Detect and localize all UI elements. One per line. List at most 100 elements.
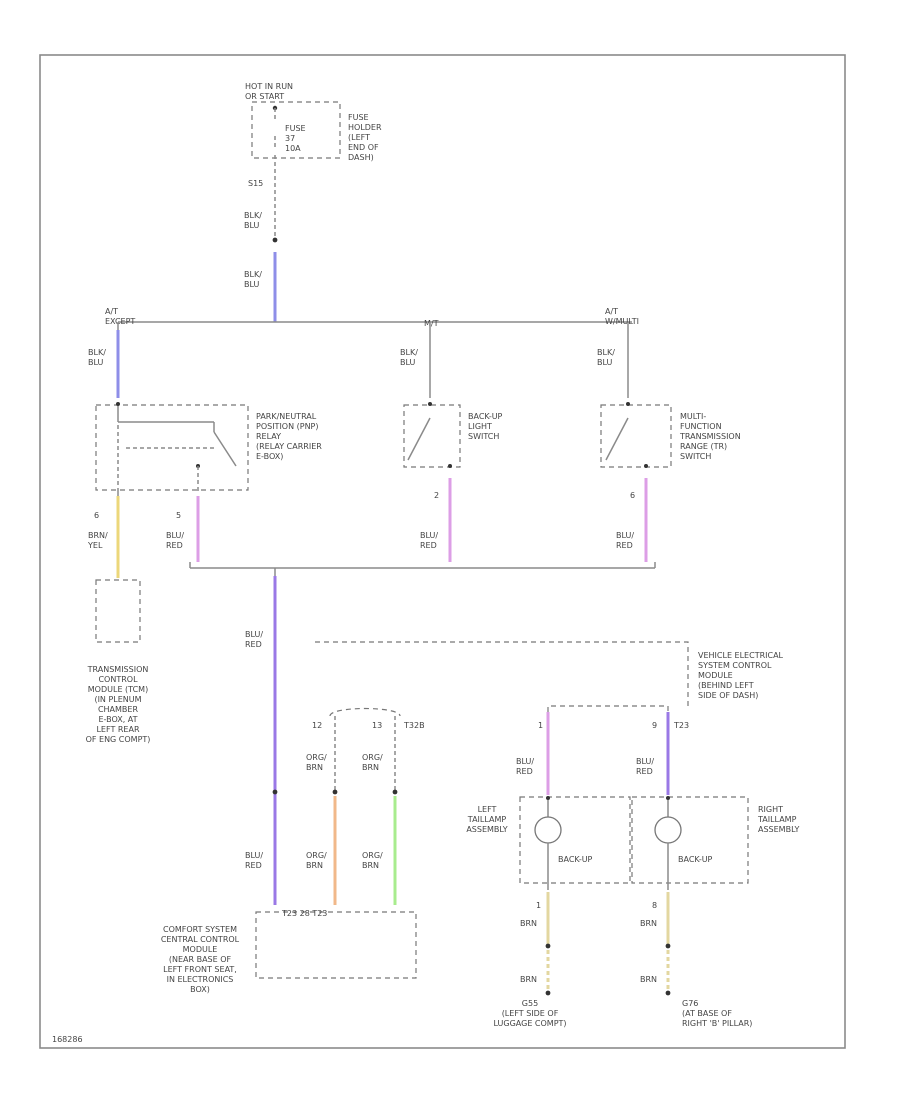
connector-dot-main bbox=[272, 789, 278, 795]
wire-label-org-brn-4: ORG/BRN bbox=[362, 851, 383, 870]
label-line: SIDE OF DASH) bbox=[698, 691, 758, 700]
label-line: BLU bbox=[88, 358, 104, 367]
label-line: RELAY bbox=[256, 432, 281, 441]
label-line: BRN/ bbox=[88, 531, 108, 540]
connector-label-t23: T23 bbox=[673, 721, 689, 730]
label-line: 10A bbox=[285, 144, 301, 153]
pnp-relay-box bbox=[95, 404, 249, 491]
vescm-outline bbox=[315, 641, 689, 710]
label-line: LUGGAGE COMPT) bbox=[493, 1019, 566, 1028]
label-line: CHAMBER bbox=[98, 705, 139, 714]
label-line: W/MULTI bbox=[605, 317, 639, 326]
label-line: RED bbox=[166, 541, 183, 550]
right-backup-label: BACK-UP bbox=[678, 855, 713, 864]
label-line: MODULE (TCM) bbox=[88, 685, 148, 694]
label-line: BLK/ bbox=[244, 270, 262, 279]
tr-switch-terminal-in bbox=[626, 402, 630, 406]
pin-label-pnp-a: 6 bbox=[94, 511, 99, 520]
comfort-pin-labels: T23 28 T23 bbox=[281, 909, 327, 918]
wire-label-org-brn-3: ORG/BRN bbox=[306, 851, 327, 870]
right-taillamp-terminal bbox=[666, 796, 670, 800]
label-line: BLK/ bbox=[88, 348, 106, 357]
label-line: LIGHT bbox=[468, 422, 492, 431]
tcm-box bbox=[95, 579, 141, 643]
label-line: BLU/ bbox=[166, 531, 184, 540]
pin-label-backup: 2 bbox=[434, 491, 439, 500]
wire-label-brn-1: BRN bbox=[520, 919, 537, 928]
label-line: TAILLAMP bbox=[757, 815, 797, 824]
label-line: BLU bbox=[244, 280, 260, 289]
pin-label-t1: 12 bbox=[312, 721, 322, 730]
label-line: TRANSMISSION bbox=[87, 665, 149, 674]
label-line: POSITION (PNP) bbox=[256, 422, 319, 431]
label-line: RANGE (TR) bbox=[680, 442, 727, 451]
label-line: DASH) bbox=[348, 153, 374, 162]
label-line: OF ENG COMPT) bbox=[86, 735, 151, 744]
label-line: YEL bbox=[87, 541, 103, 550]
wire-label-main-2: BLU/RED bbox=[245, 851, 263, 870]
wire-label-blk-blu-1: BLK/BLU bbox=[244, 211, 262, 230]
wire-label-blu-red-2: BLU/RED bbox=[420, 531, 438, 550]
label-line: E-BOX) bbox=[256, 452, 283, 461]
backup-switch-arm bbox=[407, 417, 431, 461]
label-line: SWITCH bbox=[680, 452, 711, 461]
label-line: ASSEMBLY bbox=[466, 825, 507, 834]
t32-connector bbox=[329, 707, 401, 717]
label-line: BOX) bbox=[190, 985, 210, 994]
label-line: FUSE bbox=[285, 124, 306, 133]
right-ground-point-icon bbox=[665, 990, 671, 996]
wire-label-blk-blu-5: BLK/BLU bbox=[597, 348, 615, 367]
pin-label-left-tail: 1 bbox=[538, 721, 543, 730]
label-line: (NEAR BASE OF bbox=[169, 955, 232, 964]
wire-label-blu-red-1: BLU/RED bbox=[166, 531, 184, 550]
label-line: LEFT bbox=[478, 805, 497, 814]
label-line: VEHICLE ELECTRICAL bbox=[698, 651, 784, 660]
label-line: OR START bbox=[245, 92, 284, 101]
pnp-relay-terminal bbox=[116, 402, 120, 406]
label-line: BLU bbox=[400, 358, 416, 367]
wire-label-main-1: BLU/RED bbox=[245, 630, 263, 649]
label-line: BLK/ bbox=[400, 348, 418, 357]
label-line: G55 bbox=[522, 999, 538, 1008]
label-line: BLK/ bbox=[244, 211, 262, 220]
pin-label-tr: 6 bbox=[630, 491, 635, 500]
label-line: SWITCH bbox=[468, 432, 499, 441]
label-line: BRN bbox=[306, 861, 323, 870]
wire-label-blk-blu-3: BLK/BLU bbox=[88, 348, 106, 367]
left-backup-bulb-icon bbox=[534, 816, 562, 844]
label-line: ORG/ bbox=[306, 753, 327, 762]
label-line: END OF bbox=[348, 143, 379, 152]
label-line: HOLDER bbox=[348, 123, 382, 132]
label-line: BLU/ bbox=[616, 531, 634, 540]
tr-switch-terminal-out bbox=[644, 464, 648, 468]
pin-label-t2: 13 bbox=[372, 721, 382, 730]
label-line: TRANSMISSION bbox=[679, 432, 741, 441]
label-line: ASSEMBLY bbox=[758, 825, 799, 834]
pin-label-right-tail: 9 bbox=[652, 721, 657, 730]
label-line: MODULE bbox=[698, 671, 733, 680]
label-line: E-BOX, AT bbox=[98, 715, 137, 724]
label-line: (BEHIND LEFT bbox=[698, 681, 754, 690]
label-line: CONTROL bbox=[98, 675, 138, 684]
left-taillamp-terminal bbox=[546, 796, 550, 800]
label-line: BRN bbox=[362, 861, 379, 870]
label-line: BLU/ bbox=[516, 757, 534, 766]
pnp-relay-switch-arm bbox=[213, 431, 237, 467]
label-line: MULTI- bbox=[680, 412, 706, 421]
wire-label-left-tail-in: BLU/RED bbox=[516, 757, 534, 776]
label-line: (IN PLENUM bbox=[94, 695, 141, 704]
wire-label-brn-2: BRN bbox=[640, 919, 657, 928]
label-line: 37 bbox=[285, 134, 295, 143]
connector-dot-top bbox=[272, 237, 278, 243]
diagram-code: 168286 bbox=[52, 1035, 83, 1044]
wire-label-org-brn-1: ORG/BRN bbox=[306, 753, 327, 772]
label-line: A/T bbox=[105, 307, 118, 316]
connector-dot-orange-1 bbox=[332, 789, 338, 795]
label-line: BLU/ bbox=[420, 531, 438, 540]
